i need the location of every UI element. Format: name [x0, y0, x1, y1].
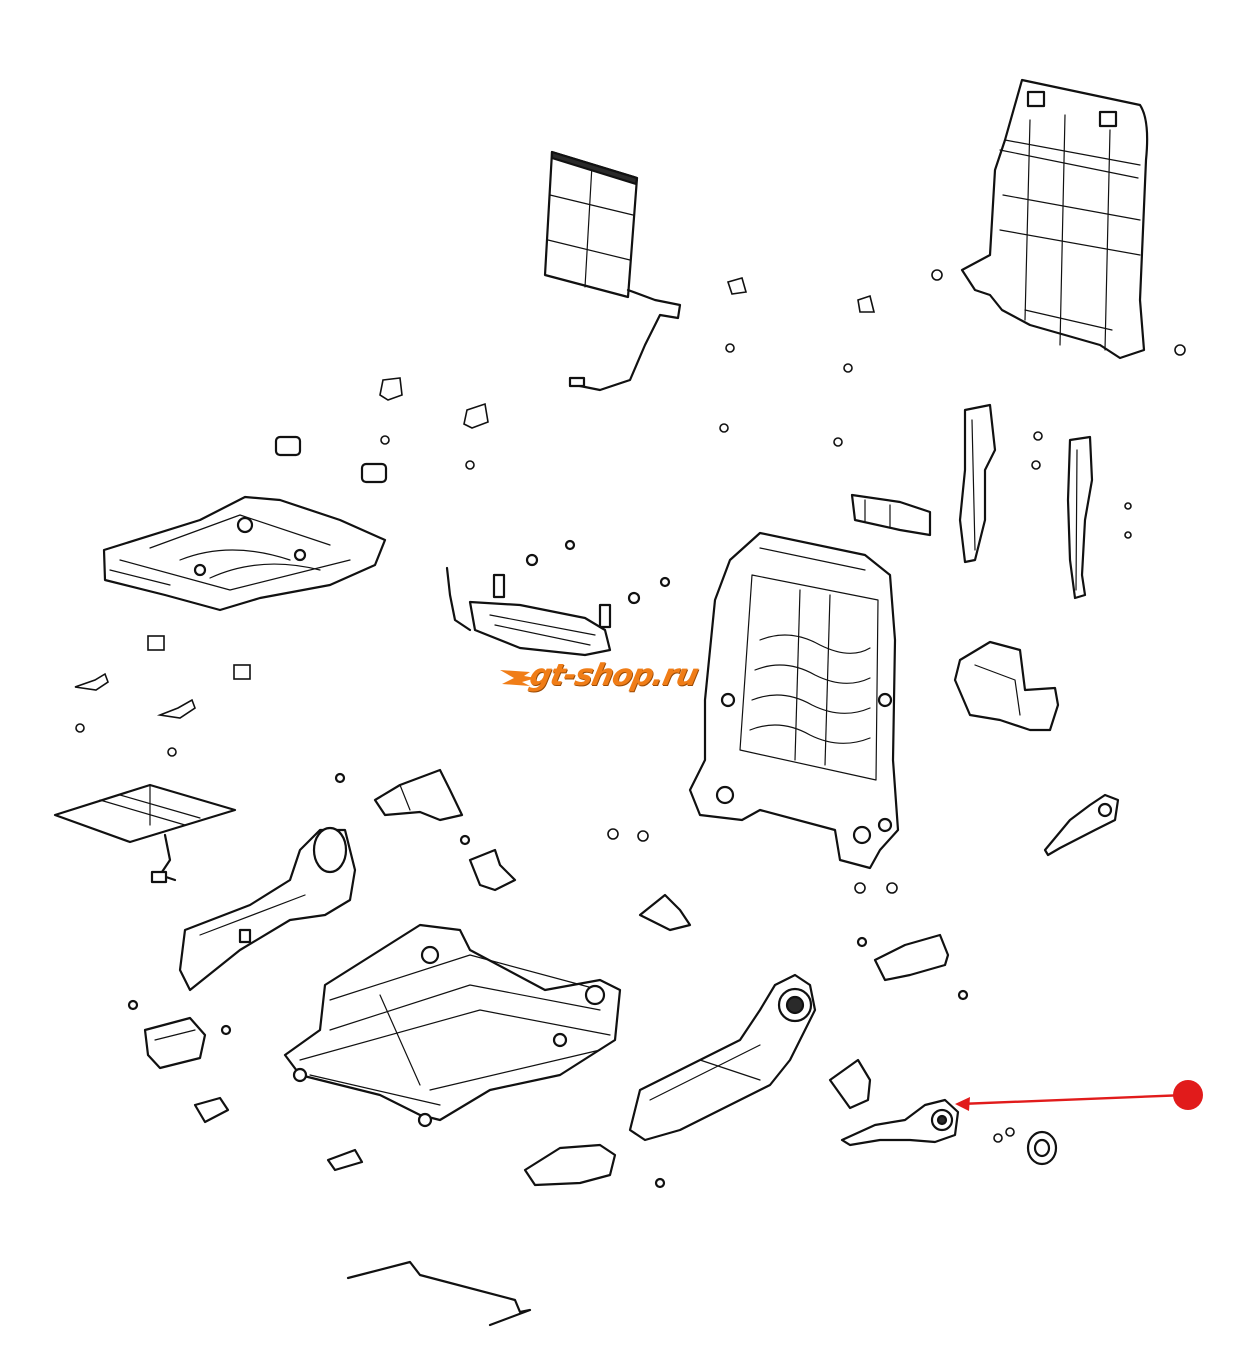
recliner-handle-washer	[1026, 1130, 1058, 1166]
seatback-frame	[688, 531, 900, 870]
seat-side-trim-bracket	[953, 640, 1060, 732]
seat-cushion-pads	[274, 435, 388, 484]
seatback-insert-panel	[543, 150, 682, 392]
seat-track-end-caps	[127, 999, 364, 1172]
recliner-handle-upper	[1043, 793, 1120, 857]
seatback-rear-panel	[960, 78, 1149, 360]
seat-small-cover-piece	[828, 1058, 872, 1110]
site-watermark: gt-shop.ru	[500, 656, 740, 700]
callout-marker-dot	[1173, 1080, 1203, 1110]
seat-wire-harness-bracket	[445, 539, 671, 657]
seat-heating-mat	[53, 783, 237, 884]
recliner-handle-screws	[993, 1127, 1015, 1143]
seatback-side-bracket-left	[958, 403, 997, 564]
seat-front-trim-right	[856, 933, 969, 1001]
lumbar-support-block	[850, 493, 932, 537]
seat-side-shield-outer	[628, 973, 817, 1142]
watermark-text: gt-shop.ru	[526, 658, 701, 693]
flame-swoosh-icon	[500, 670, 536, 686]
seat-track-cover-bracket	[334, 768, 471, 846]
seat-track-adjuster-frame	[283, 923, 622, 1128]
seat-cushion-pan	[102, 495, 387, 612]
seat-recliner-handle-right	[840, 1098, 960, 1147]
callout-arrow	[955, 1080, 1203, 1111]
seatback-side-bracket-right	[1066, 435, 1094, 600]
seat-side-shield-inner	[178, 826, 357, 992]
seatback-small-fasteners	[607, 431, 1132, 894]
seat-wire-rod	[346, 1260, 532, 1327]
seat-small-wedge-bracket	[468, 848, 692, 932]
clip-fastener-group-top	[379, 269, 1186, 470]
seat-track-rear-cover	[523, 1143, 666, 1189]
seat-cushion-clips	[74, 635, 251, 757]
